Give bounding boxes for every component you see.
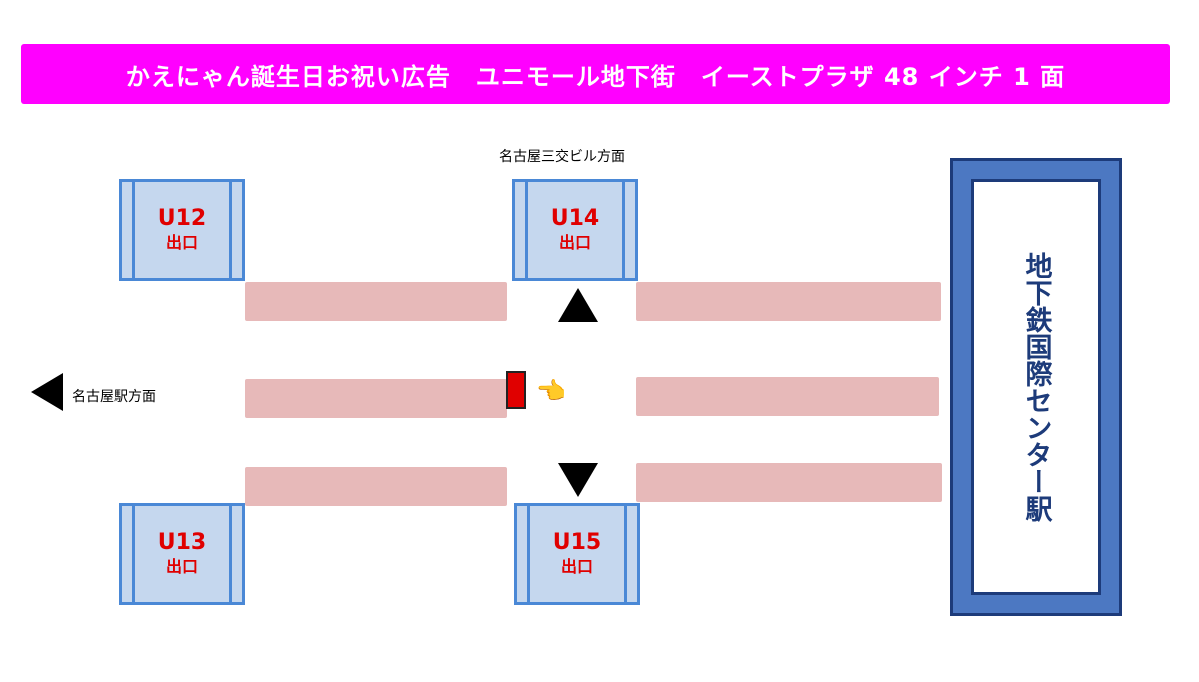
- exit-label: 出口: [165, 557, 198, 576]
- exit-code: U15: [552, 530, 602, 555]
- walkway-segment: [245, 282, 507, 321]
- arrow-down-icon: [558, 463, 598, 497]
- walkway-segment: [245, 467, 507, 506]
- pointing-hand-icon: 👈: [536, 377, 566, 405]
- arrow-left-icon: [31, 373, 63, 411]
- walkway-segment: [636, 282, 941, 321]
- ad-location-marker: [506, 371, 526, 409]
- direction-label-north: 名古屋三交ビル方面: [499, 149, 625, 165]
- exit-label: 出口: [165, 233, 198, 252]
- exit-label: 出口: [558, 233, 591, 252]
- exit-u13: U13 出口: [119, 503, 245, 605]
- map-title-banner: かえにゃん誕生日お祝い広告 ユニモール地下街 イーストプラザ 48 インチ 1 …: [21, 44, 1170, 104]
- walkway-segment: [245, 379, 507, 418]
- exit-code: U14: [550, 206, 600, 231]
- exit-label: 出口: [560, 557, 593, 576]
- station-name: 地下鉄国際センター駅: [1020, 252, 1052, 522]
- walkway-segment: [636, 377, 939, 416]
- exit-u12: U12 出口: [119, 179, 245, 281]
- arrow-up-icon: [558, 288, 598, 322]
- walkway-segment: [636, 463, 942, 502]
- exit-code: U12: [157, 206, 207, 231]
- exit-code: U13: [157, 530, 207, 555]
- exit-u14: U14 出口: [512, 179, 638, 281]
- exit-u15: U15 出口: [514, 503, 640, 605]
- direction-label-west: 名古屋駅方面: [72, 389, 156, 405]
- subway-station: 地下鉄国際センター駅: [950, 158, 1122, 616]
